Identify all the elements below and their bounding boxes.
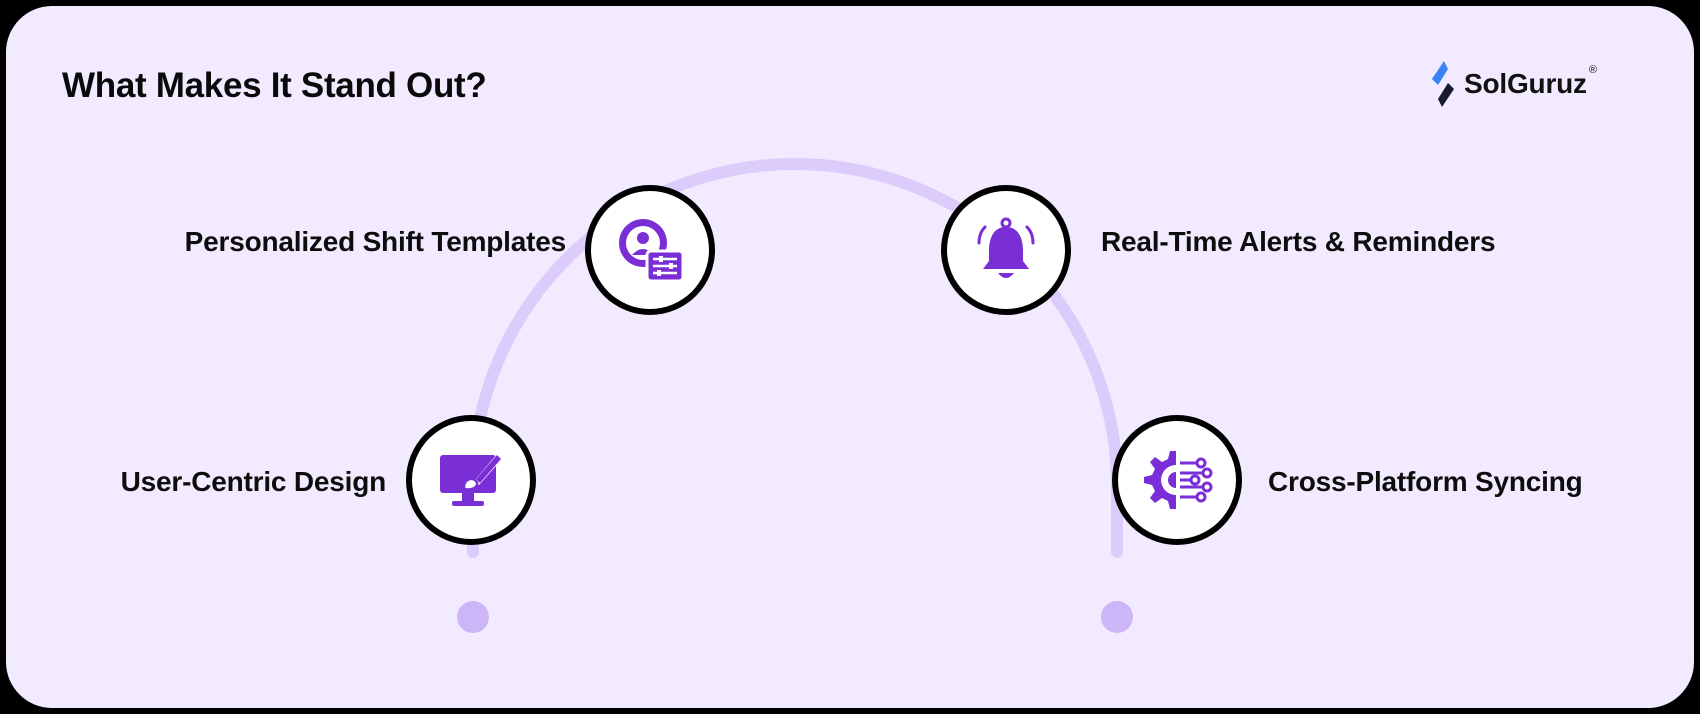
feature-label-personalized-shift-templates: Personalized Shift Templates bbox=[184, 226, 567, 257]
design-monitor-icon bbox=[440, 453, 503, 506]
bell-icon bbox=[977, 217, 1035, 278]
feature-label-real-time-alerts-reminders: Real-Time Alerts & Reminders bbox=[1101, 226, 1496, 257]
feature-node-user-centric-design bbox=[406, 415, 536, 545]
feature-node-cross-platform-syncing bbox=[1112, 415, 1242, 545]
feature-label-cross-platform-syncing: Cross-Platform Syncing bbox=[1268, 466, 1583, 497]
connector-arc bbox=[457, 158, 1133, 633]
page-title: What Makes It Stand Out? bbox=[62, 66, 487, 105]
end-dot-left bbox=[457, 601, 489, 633]
feature-label-user-centric-design: User-Centric Design bbox=[120, 466, 387, 497]
profile-settings-icon bbox=[619, 219, 685, 283]
logo-registered-mark: ® bbox=[1588, 64, 1597, 76]
end-dot-right bbox=[1101, 601, 1133, 633]
arc-track bbox=[467, 158, 1123, 558]
logo-text: SolGuruz bbox=[1464, 68, 1587, 99]
gear-circuit-icon bbox=[1144, 451, 1213, 509]
feature-card: What Makes It Stand Out? SolGuruz ® Pers… bbox=[6, 6, 1694, 708]
feature-node-personalized-shift-templates bbox=[585, 185, 715, 315]
feature-node-real-time-alerts-reminders bbox=[941, 185, 1071, 315]
solguruz-logo: SolGuruz ® bbox=[1428, 61, 1597, 107]
logo-mark-icon bbox=[1432, 61, 1454, 107]
